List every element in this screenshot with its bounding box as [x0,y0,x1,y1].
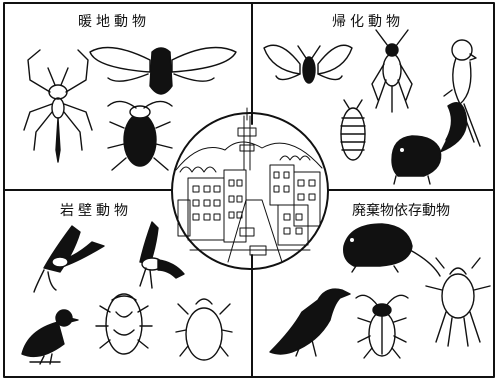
crow-drawing [270,289,350,356]
panel-title-refuse-dependent-animals: 廃棄物依存動物 [352,200,450,220]
rat-drawing [344,224,440,276]
cockroach-drawing [108,101,172,170]
pigeon-drawing [22,310,78,364]
tick-drawing [96,294,152,354]
city-vignette [172,108,328,269]
cicada-drawing [90,48,236,95]
grain-mite-drawing [426,258,490,346]
panel-frame [4,3,494,377]
panel-title-warm-region-animals: 暖地動物 [78,11,150,31]
moth-drawing [264,45,352,83]
cricket-drawing [372,30,412,112]
mantis-fly-drawing [24,50,92,162]
mite-drawing [176,299,232,360]
swallow-flying-drawing [34,226,104,292]
panel-title-cliff-dwelling-animals: 岩壁動物 [60,200,132,220]
panel-title-naturalized-animals: 帰化動物 [332,11,404,31]
squirrel-drawing [392,103,466,184]
german-cockroach-drawing [356,295,408,358]
woodlouse-drawing [341,100,365,160]
swallow-diving-drawing [140,222,184,288]
